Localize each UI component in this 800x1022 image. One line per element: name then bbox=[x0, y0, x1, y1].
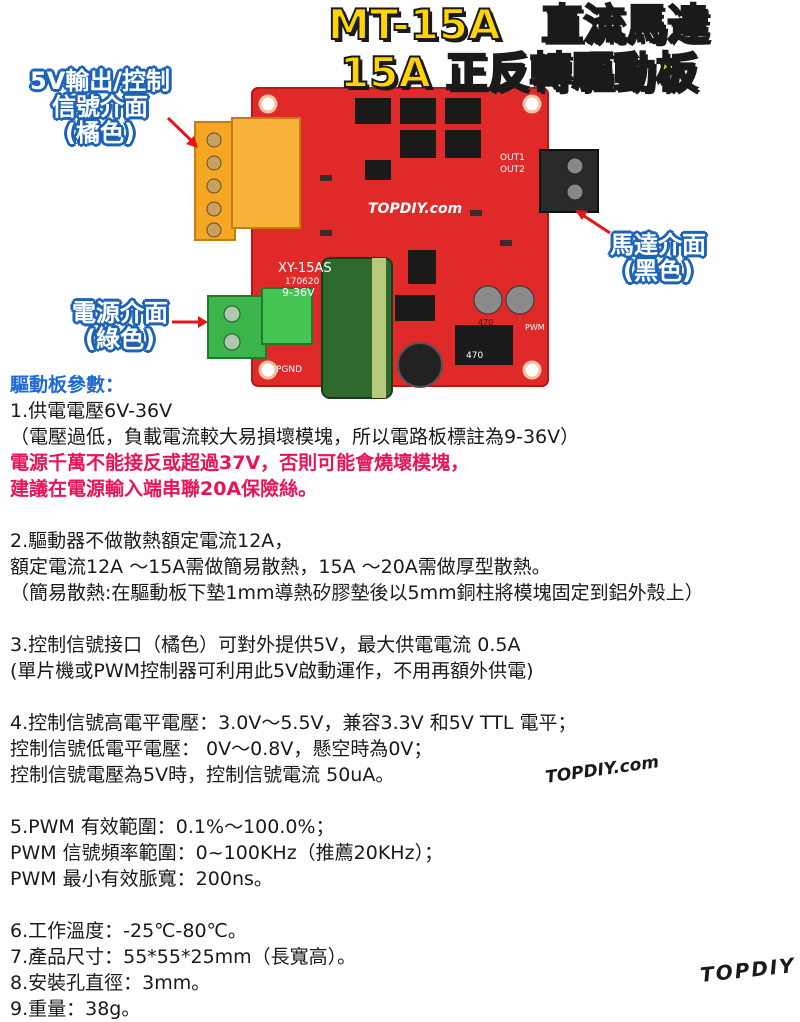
connector-screw bbox=[206, 178, 222, 194]
callout-power-line: (綠色) bbox=[85, 325, 155, 353]
motor-connector bbox=[539, 149, 599, 213]
title-line-2: 15A 正反轉驅動板 bbox=[339, 48, 699, 97]
callout-motor-line: (黑色) bbox=[623, 257, 693, 285]
connector-screw bbox=[566, 157, 584, 175]
spec-heading: 驅動板參數： bbox=[10, 374, 125, 396]
mount-hole bbox=[258, 94, 278, 114]
board-pwm: PWM bbox=[525, 323, 545, 332]
power-connector-housing bbox=[261, 287, 313, 345]
ic-chip bbox=[408, 250, 436, 284]
title-line-1: MT-15A 直流馬達 bbox=[327, 0, 710, 49]
connector-screw bbox=[566, 183, 584, 201]
spec-line: 7.產品尺寸：55*55*25mm（長寬高）。 bbox=[10, 946, 357, 968]
cap-label-1: 470 bbox=[478, 318, 493, 327]
spec-gap bbox=[10, 684, 795, 710]
mount-hole bbox=[522, 360, 542, 380]
callout-power: 電源介面 (綠色) bbox=[72, 300, 168, 352]
arrow-motor-head bbox=[575, 210, 588, 220]
ic-chip bbox=[355, 98, 391, 124]
callout-control-line: (橘色) bbox=[65, 119, 135, 147]
ic-chip bbox=[445, 98, 481, 124]
connector-screw bbox=[206, 222, 222, 238]
spec-line: （電壓過低，負載電流較大易損壞模塊，所以電路板標註為9-36V） bbox=[10, 426, 580, 448]
spec-gap bbox=[10, 502, 795, 528]
cap-label-2: 470 bbox=[466, 351, 483, 361]
connector-screw bbox=[206, 155, 222, 171]
board-voltage: 9-36V bbox=[282, 286, 315, 299]
connector-screw bbox=[206, 132, 222, 148]
spec-line: PWM 最小有效脈寬：200ns。 bbox=[10, 868, 273, 890]
smd-part bbox=[320, 175, 332, 181]
board-illustration: XY-15AS 170620 9-36V TOPDIY.com OUT1 OUT… bbox=[166, 87, 611, 399]
small-capacitor bbox=[397, 342, 443, 388]
spec-line: 控制信號低電平電壓： 0V～0.8V，懸空時為0V； bbox=[10, 738, 433, 760]
spec-gap bbox=[10, 892, 795, 918]
spec-line: PWM 信號頻率範圍：0~100KHz（推薦20KHz）； bbox=[10, 842, 444, 864]
board-brand: TOPDIY.com bbox=[368, 201, 462, 217]
spec-line: (單片機或PWM控制器可利用此5V啟動運作，不用再額外供電) bbox=[10, 660, 534, 682]
title-model: MT-15A bbox=[327, 0, 502, 49]
callout-control: 5V輸出/控制 信號介面 (橘色) bbox=[30, 68, 170, 146]
spec-line: 1.供電電壓6V-36V bbox=[10, 400, 173, 422]
spec-section: 驅動板參數： 1.供電電壓6V-36V （電壓過低，負載電流較大易損壞模塊，所以電… bbox=[10, 372, 795, 1022]
callout-power-line: 電源介面 bbox=[72, 299, 168, 327]
ic-chip bbox=[365, 160, 391, 180]
spec-line: 控制信號電壓為5V時，控制信號電流 50uA。 bbox=[10, 764, 395, 786]
control-connector-housing bbox=[231, 117, 301, 229]
spec-gap bbox=[10, 606, 795, 632]
spec-line: 3.控制信號接口（橘色）可對外提供5V，最大供電電流 0.5A bbox=[10, 634, 521, 656]
smd-part bbox=[320, 230, 332, 236]
spec-line: 4.控制信號高電平電壓：3.0V～5.5V，兼容3.3V 和5V TTL 電平； bbox=[10, 712, 577, 734]
spec-gap bbox=[10, 788, 795, 814]
mount-hole bbox=[258, 360, 278, 380]
spec-line: 8.安裝孔直徑：3mm。 bbox=[10, 972, 211, 994]
title-text: 直流馬達 bbox=[540, 0, 710, 49]
connector-screw bbox=[206, 201, 222, 217]
ic-chip bbox=[455, 325, 513, 365]
board-model: XY-15AS bbox=[278, 261, 332, 276]
ic-chip bbox=[445, 130, 481, 158]
spec-line: 額定電流12A ～15A需做簡易散熱，15A ～20A需做厚型散熱。 bbox=[10, 556, 551, 578]
mount-hole bbox=[522, 94, 542, 114]
callout-control-line: 信號介面 bbox=[52, 93, 149, 121]
spec-line: 電源千萬不能接反或超過37V，否則可能會燒壞模塊， bbox=[10, 452, 470, 474]
inductor bbox=[473, 285, 503, 315]
spec-line: （簡易散熱:在驅動板下墊1mm導熱矽膠墊後以5mm銅柱將模塊固定到鋁外殼上） bbox=[10, 582, 704, 604]
ic-chip bbox=[395, 295, 435, 321]
spec-lines: 1.供電電壓6V-36V （電壓過低，負載電流較大易損壞模塊，所以電路板標註為9-… bbox=[10, 398, 795, 1022]
board-out2: OUT2 bbox=[500, 165, 525, 175]
ic-chip bbox=[400, 98, 436, 124]
callout-control-line: 5V輸出/控制 bbox=[30, 67, 171, 95]
smd-part bbox=[470, 210, 482, 216]
ic-chip bbox=[400, 130, 436, 158]
smd-part bbox=[500, 240, 512, 246]
capacitor-stripe bbox=[372, 258, 386, 398]
board-date: 170620 bbox=[285, 277, 320, 287]
spec-line: 2.驅動器不做散熱額定電流12A， bbox=[10, 530, 294, 552]
arrow-power-head bbox=[198, 316, 208, 328]
connector-screw bbox=[223, 305, 241, 323]
callout-motor-line: 馬達介面 bbox=[610, 231, 706, 259]
connector-screw bbox=[223, 333, 241, 351]
spec-line: 建議在電源輸入端串聯20A保險絲。 bbox=[10, 478, 318, 500]
board-pgnd: PGND bbox=[276, 365, 302, 375]
spec-line: 5.PWM 有效範圍：0.1%～100.0%； bbox=[10, 816, 335, 838]
arrow-control-head bbox=[186, 136, 198, 148]
board-out1: OUT1 bbox=[500, 153, 525, 163]
inductor bbox=[505, 285, 535, 315]
callout-motor: 馬達介面 (黑色) bbox=[610, 232, 706, 284]
spec-line: 6.工作溫度：-25℃-80℃。 bbox=[10, 920, 247, 942]
